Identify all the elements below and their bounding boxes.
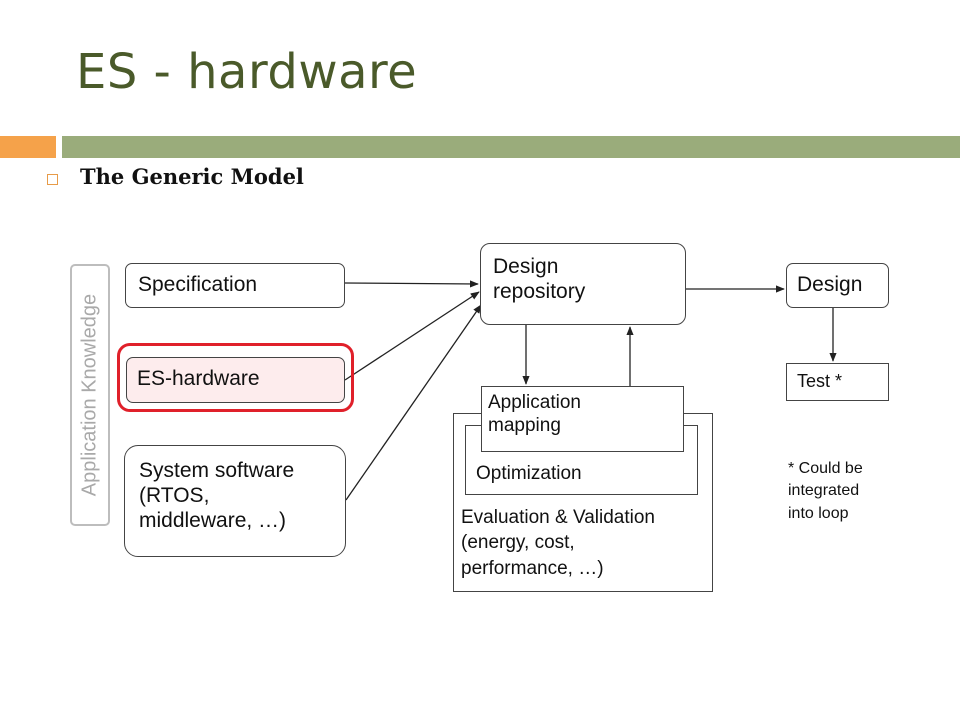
design-repository-box: Design repository [480, 243, 686, 325]
application-mapping-line: Application [488, 392, 581, 413]
arrow-es-hardware-to-repository [344, 291, 480, 381]
bullet-text: The Generic Model [80, 164, 304, 189]
es-hardware-box: ES-hardware [126, 357, 345, 403]
footnote-line: integrated [788, 482, 860, 500]
evaluation-line: (energy, cost, [461, 532, 575, 554]
accent-bar-green [62, 136, 960, 158]
optimization-label: Optimization [476, 463, 582, 484]
system-software-line: System software [139, 459, 295, 482]
design-repository-line: repository [493, 280, 586, 304]
test-box: Test * [786, 363, 889, 401]
arrow-specification-to-repository [344, 280, 479, 288]
evaluation-line: performance, …) [461, 557, 604, 579]
application-mapping-line: mapping [488, 414, 561, 436]
system-software-line: (RTOS, [139, 484, 210, 508]
system-software-box: System software (RTOS, middleware, …) [124, 445, 346, 557]
accent-bar-orange [0, 136, 56, 158]
application-knowledge-frame [70, 264, 110, 526]
design-repository-line: Design [493, 255, 559, 278]
system-software-line: middleware, …) [139, 509, 287, 533]
application-knowledge-label: Application Knowledge [78, 293, 101, 497]
evaluation-label: Evaluation & Validation (energy, cost, p… [461, 505, 655, 581]
footnote-line: into loop [788, 504, 849, 522]
es-hardware-highlight [117, 343, 354, 412]
specification-box: Specification [125, 263, 345, 308]
footnote-line: * Could be [788, 460, 863, 477]
evaluation-line: Evaluation & Validation [461, 507, 655, 528]
design-box: Design [786, 263, 889, 308]
arrow-system-software-to-repository [345, 304, 482, 501]
bullet-square-icon [47, 174, 58, 185]
slide-title: ES - hardware [76, 44, 418, 100]
application-mapping-box: Application mapping [481, 386, 684, 452]
footnote: * Could be integrated into loop [788, 458, 863, 525]
